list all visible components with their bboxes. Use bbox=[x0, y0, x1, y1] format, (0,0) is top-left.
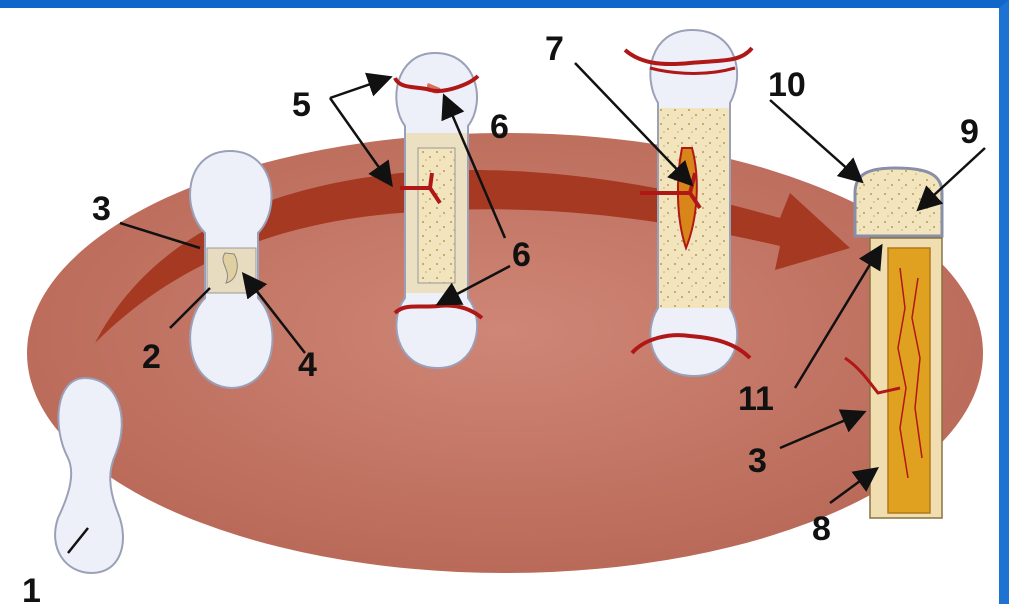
bone-ossification-diagram: 1 2 3 4 5 6 6 7 8 9 10 11 3 bbox=[0, 8, 1009, 612]
label-1: 1 bbox=[22, 572, 41, 610]
label-4: 4 bbox=[298, 346, 317, 384]
label-8: 8 bbox=[812, 510, 831, 548]
label-6-top: 6 bbox=[490, 108, 509, 146]
label-9: 9 bbox=[960, 113, 979, 151]
label-3-bottom: 3 bbox=[748, 442, 767, 480]
label-6-bottom: 6 bbox=[512, 236, 531, 274]
stage-3-diaphysis bbox=[395, 53, 482, 368]
label-7: 7 bbox=[545, 30, 564, 68]
label-2: 2 bbox=[142, 338, 161, 376]
label-10: 10 bbox=[768, 66, 806, 104]
label-11: 11 bbox=[738, 380, 774, 418]
label-3-top: 3 bbox=[92, 190, 111, 228]
label-5: 5 bbox=[292, 86, 311, 124]
